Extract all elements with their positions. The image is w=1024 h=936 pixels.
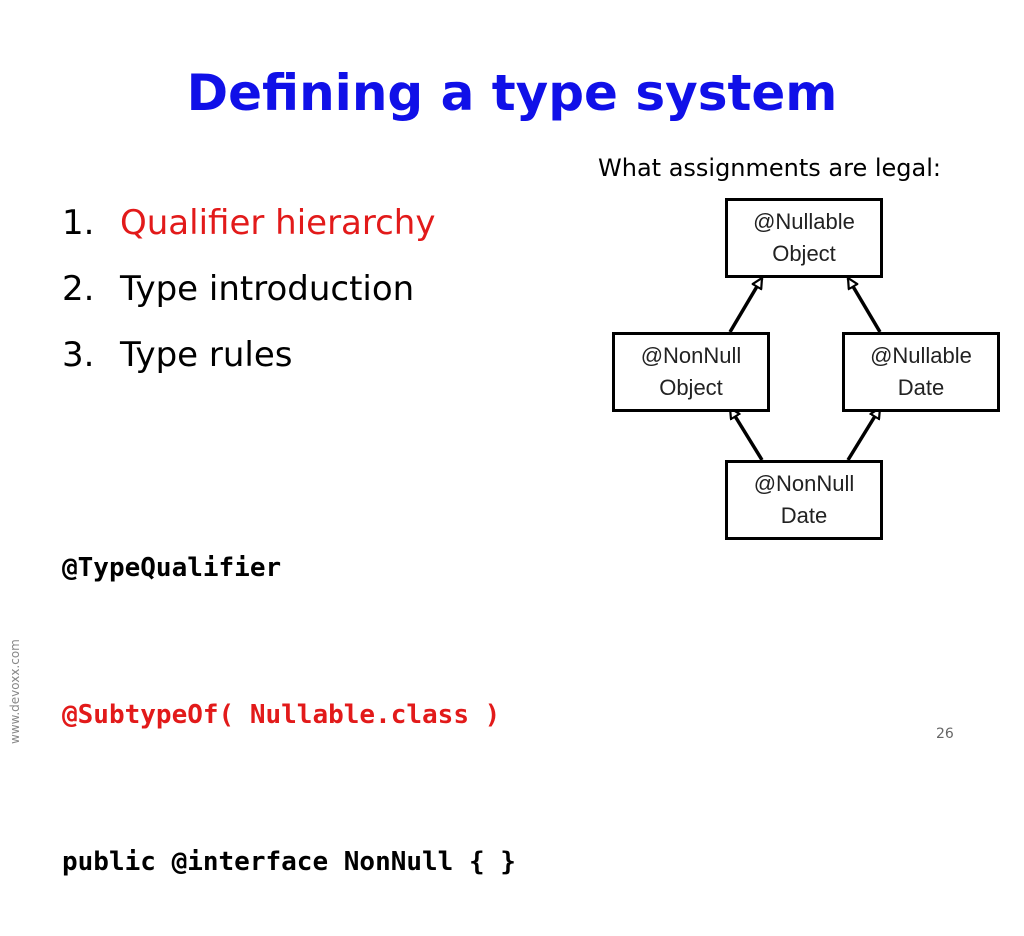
node-nonnull-date: @NonNull Date <box>725 460 883 540</box>
node-nullable-object: @Nullable Object <box>725 198 883 278</box>
code-line: @SubtypeOf( Nullable.class ) <box>62 700 501 730</box>
list-text: Type introduction <box>120 269 415 309</box>
steps-list: 1. Qualifier hierarchy 2. Type introduct… <box>62 190 435 388</box>
code-line: @TypeQualifier <box>62 553 282 583</box>
list-item: 2. Type introduction <box>62 256 435 322</box>
list-item: 3. Type rules <box>62 322 435 388</box>
code-line: public @interface NonNull { } <box>62 847 516 877</box>
page-number: 26 <box>936 726 954 742</box>
list-number: 2. <box>62 269 95 309</box>
node-nullable-date: @Nullable Date <box>842 332 1000 412</box>
node-line: @Nullable <box>753 209 855 234</box>
list-item: 1. Qualifier hierarchy <box>62 190 435 256</box>
watermark-text: www.devoxx.com <box>8 639 22 744</box>
edge-nullable-date-to-nullable-object <box>846 278 882 333</box>
node-line: @NonNull <box>753 471 855 496</box>
node-line: @NonNull <box>640 343 742 368</box>
node-line: @Nullable <box>870 343 972 368</box>
watermark: www.devoxx.com <box>2 620 26 750</box>
diagram-caption: What assignments are legal: <box>598 154 941 182</box>
node-line: Object <box>772 241 836 266</box>
node-line: Date <box>780 503 828 528</box>
list-number: 1. <box>62 203 95 243</box>
code-snippet: @TypeQualifier @SubtypeOf( Nullable.clas… <box>62 446 516 936</box>
list-text: Qualifier hierarchy <box>120 203 436 243</box>
list-number: 3. <box>62 335 95 375</box>
edge-nonnull-date-to-nonnull-object <box>728 408 764 461</box>
hierarchy-arrows <box>728 190 882 461</box>
edge-nonnull-object-to-nullable-object <box>728 278 764 333</box>
list-text: Type rules <box>120 335 293 375</box>
node-nonnull-object: @NonNull Object <box>612 332 770 412</box>
node-line: Date <box>897 375 945 400</box>
slide-title: Defining a type system <box>186 64 838 122</box>
qualifier-hierarchy-diagram: @Nullable Object @NonNull Object @Nullab… <box>600 190 1010 550</box>
node-line: Object <box>659 375 723 400</box>
edge-nonnull-date-to-nullable-date <box>846 408 882 461</box>
